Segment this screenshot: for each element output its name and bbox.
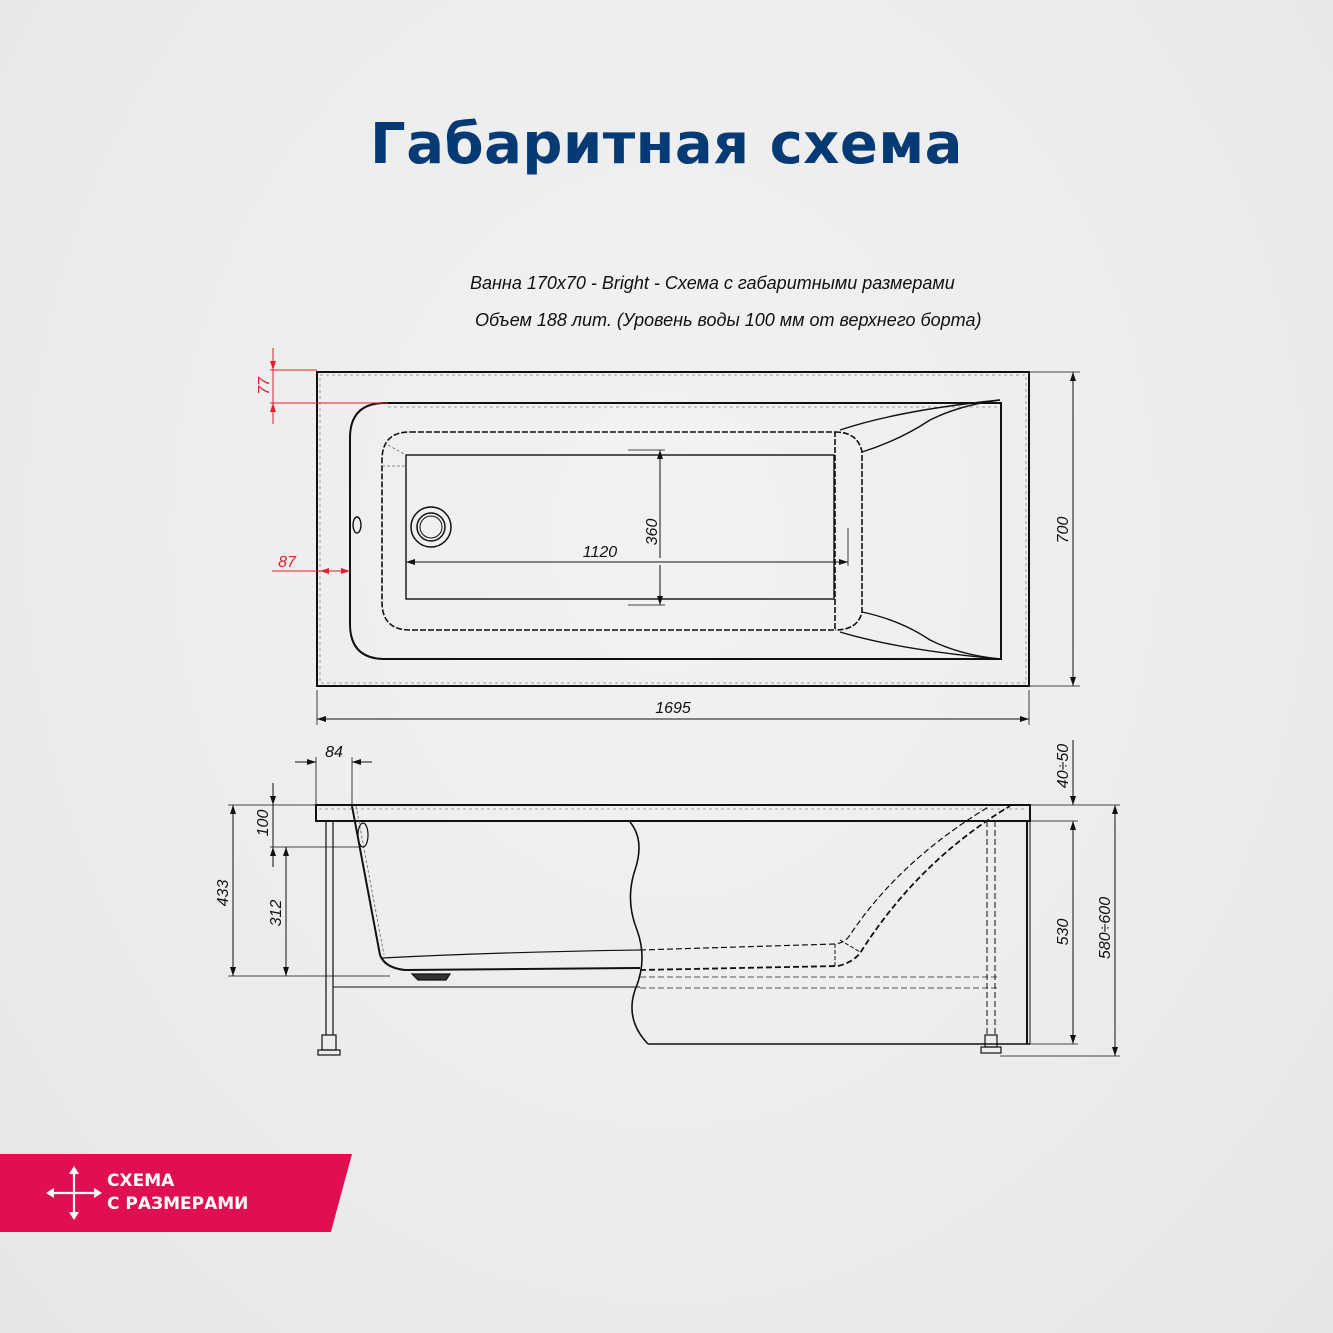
badge-line-1: СХЕМА — [107, 1171, 175, 1191]
badge-label: СХЕМА С РАЗМЕРАМИ — [107, 1170, 248, 1216]
dim-panel-offset: 40÷50 — [1055, 744, 1072, 788]
dim-rim-side: 87 — [278, 554, 297, 571]
dim-water-level: 100 — [255, 810, 272, 837]
arrows-cross-icon — [46, 1166, 102, 1220]
top-view — [270, 348, 1080, 725]
page-title: Габаритная схема — [370, 112, 963, 177]
drawing-caption-volume: Объем 188 лит. (Уровень воды 100 мм от в… — [475, 310, 982, 330]
side-view — [228, 740, 1120, 1057]
dim-bottom-width: 360 — [644, 519, 661, 546]
dim-inner-depth: 433 — [215, 880, 232, 907]
dim-rim-width: 84 — [325, 744, 343, 761]
dim-overall-width: 700 — [1055, 517, 1072, 544]
dim-overall-length: 1695 — [655, 700, 691, 717]
dim-bottom-length: 1120 — [583, 544, 618, 561]
drain-icon — [410, 506, 452, 548]
dim-panel-height: 530 — [1055, 919, 1072, 946]
drawing-caption-model: Ванна 170x70 - Bright - Схема с габаритн… — [470, 273, 955, 293]
dim-total-height: 580÷600 — [1097, 897, 1114, 959]
badge-line-2: С РАЗМЕРАМИ — [107, 1194, 249, 1214]
overflow-icon — [352, 516, 362, 534]
dim-rim-top: 77 — [256, 376, 273, 395]
dim-drain-height: 312 — [268, 900, 285, 927]
